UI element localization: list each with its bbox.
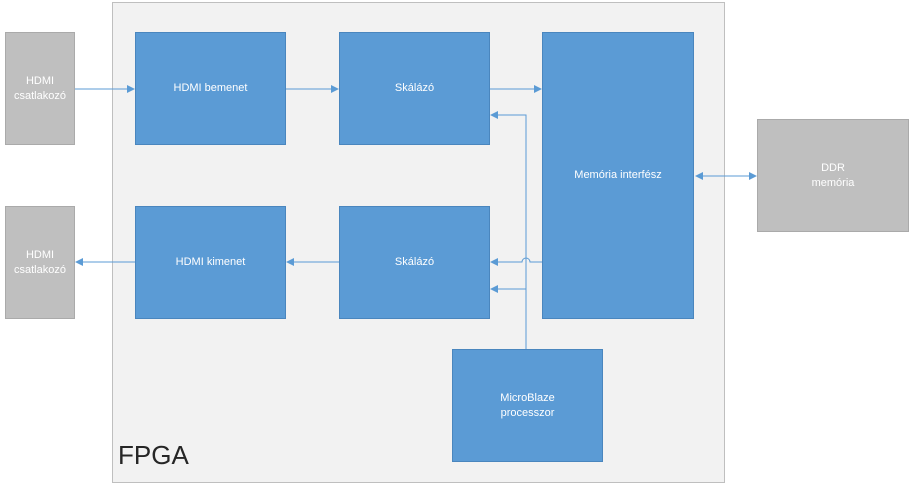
memory-interface-block: Memória interfész (542, 32, 694, 319)
microblaze-processor-block: MicroBlaze processzor (452, 349, 603, 462)
arrow-memory-to-scaler-bottom (490, 257, 542, 266)
scaler-block-top: Skálázó (339, 32, 490, 145)
arrow-microblaze-to-scaler-top (490, 111, 527, 349)
scaler-block-bottom: Skálázó (339, 206, 490, 319)
ddr-memory-block: DDR memória (757, 119, 909, 232)
hdmi-input-block: HDMI bemenet (135, 32, 286, 145)
hdmi-output-block: HDMI kimenet (135, 206, 286, 319)
hdmi-connector-input: HDMI csatlakozó (5, 32, 75, 145)
fpga-label: FPGA (118, 440, 189, 470)
hdmi-connector-output: HDMI csatlakozó (5, 206, 75, 319)
